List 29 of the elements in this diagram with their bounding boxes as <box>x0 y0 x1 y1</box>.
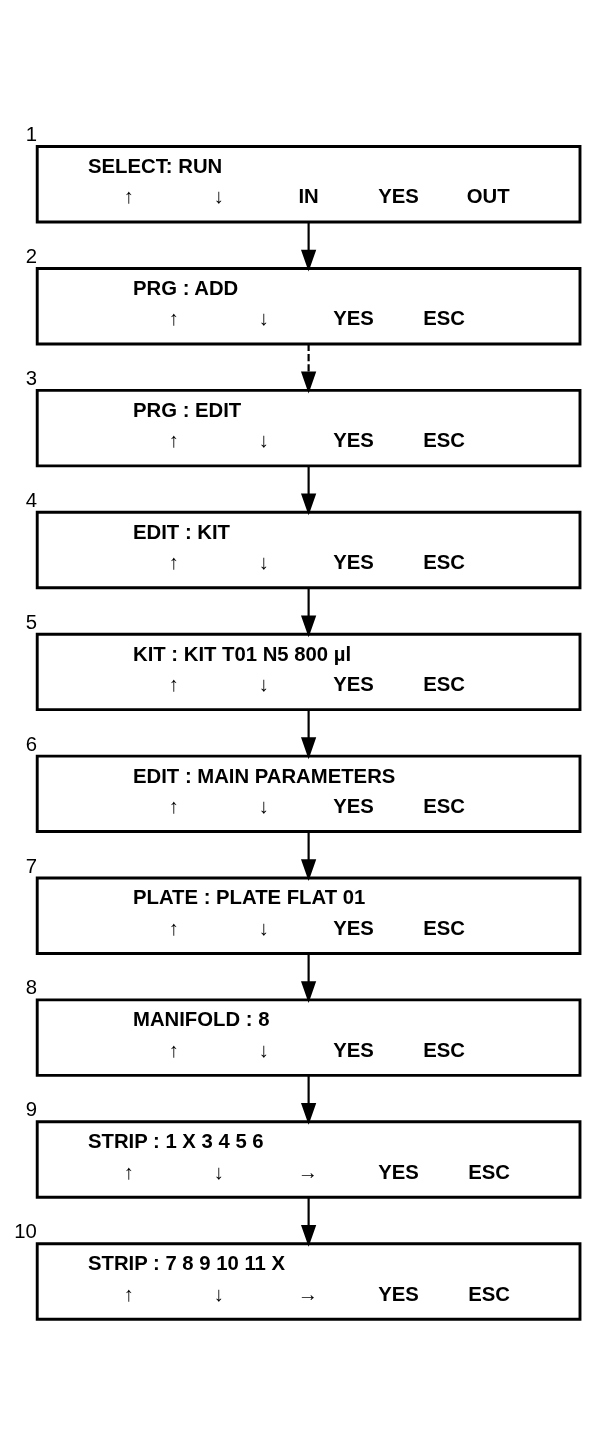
node-box: MANIFOLD : 8 ↑ ↓ YES ESC <box>35 997 582 1077</box>
node-box: STRIP : 1 X 3 4 5 6 ↑ ↓ → YES ESC <box>35 1119 582 1199</box>
node-label: 4 <box>25 488 38 511</box>
arrow <box>300 831 317 881</box>
node-label: 10 <box>14 1219 37 1242</box>
node-label: 5 <box>25 610 38 633</box>
node-box: PRG : EDIT ↑ ↓ YES ESC <box>35 388 582 467</box>
node-box: STRIP : 7 8 9 10 11 X ↑ ↓ → YES ESC <box>35 1241 582 1321</box>
node-label: 6 <box>25 732 38 755</box>
arrow <box>300 465 317 515</box>
arrow <box>300 709 317 759</box>
node-label: 3 <box>25 366 38 389</box>
arrow <box>300 221 317 271</box>
arrow <box>300 953 317 1003</box>
node-box: EDIT : KIT ↑ ↓ YES ESC <box>35 510 582 589</box>
node-label: 1 <box>25 122 38 145</box>
arrow <box>300 1196 317 1247</box>
node-label: 2 <box>25 244 38 267</box>
node-label: 9 <box>25 1097 38 1120</box>
node-label: 8 <box>25 975 38 998</box>
node-box: PLATE : PLATE FLAT 01 ↑ ↓ YES ESC <box>35 876 582 955</box>
node-box: SELECT: RUN ↑ ↓ IN YES OUT <box>35 144 582 223</box>
node-box: PRG : ADD ↑ ↓ YES ESC <box>35 266 582 345</box>
node-label: 7 <box>25 854 38 876</box>
arrow <box>300 587 317 637</box>
arrow <box>300 343 317 393</box>
node-box: EDIT : MAIN PARAMETERS ↑ ↓ YES ESC <box>35 754 582 833</box>
arrow <box>300 1074 317 1125</box>
node-box: KIT : KIT T01 N5 800 µl ↑ ↓ YES ESC <box>35 632 582 711</box>
